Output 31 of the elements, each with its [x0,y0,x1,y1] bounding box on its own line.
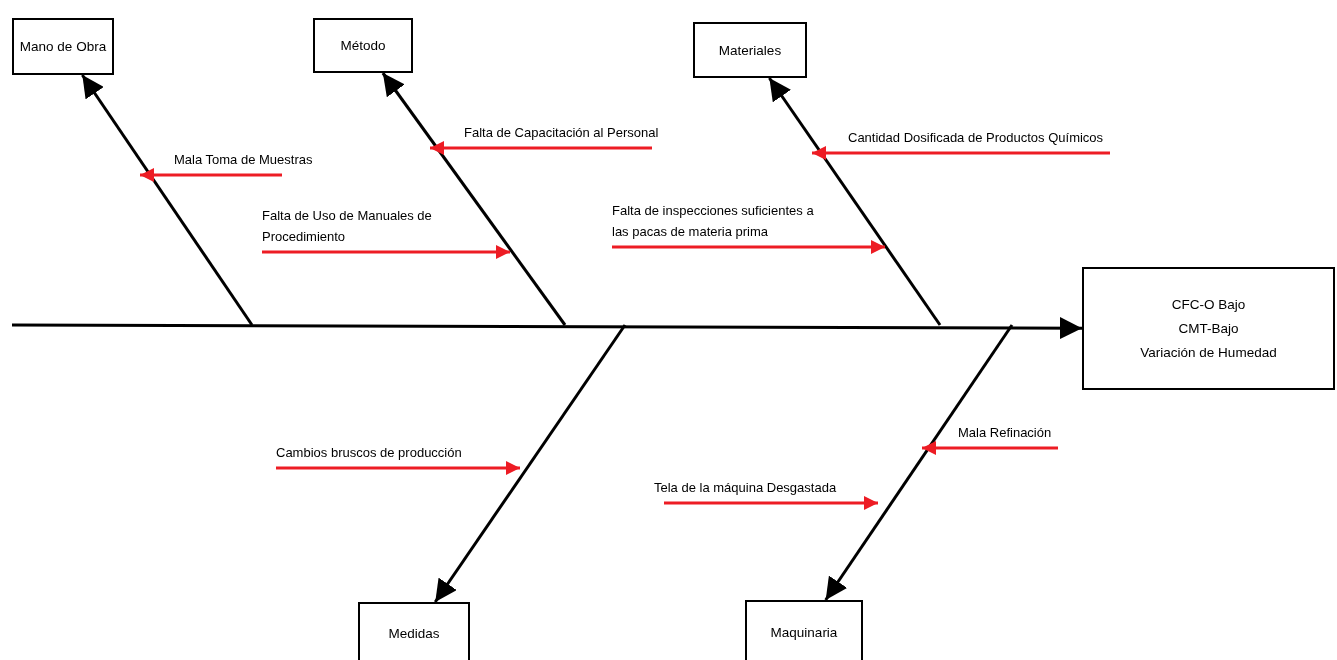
bone-arrow [768,77,942,326]
cause-arrow [922,441,1058,455]
cause-label: Cambios bruscos de producción [276,440,486,468]
bone-arrow [381,72,567,326]
category-box: Mano de Obra [12,18,114,75]
cause-arrow [140,168,282,182]
bone-arrow [824,324,1014,601]
spine-arrow [12,317,1082,340]
effect-box [1082,267,1335,390]
cause-label: Falta de inspecciones suficientes a las pacas de materia prima [612,197,830,247]
cause-arrow [262,245,510,259]
cause-label: Tela de la máquina Desgastada [654,475,844,503]
cause-arrow [276,461,520,475]
category-box: Método [313,18,413,73]
bone-arrow [81,74,254,326]
cause-label: Cantidad Dosificada de Productos Químicos [848,125,1110,153]
effect-label: CMT-Bajo [1178,319,1239,338]
cause-arrow [612,240,885,254]
category-box: Maquinaria [745,600,863,660]
cause-label: Mala Toma de Muestras [174,147,314,175]
cause-label: Falta de Capacitación al Personal [464,120,666,148]
cause-label: Mala Refinación [958,420,1058,448]
cause-label: Falta de Uso de Manuales de Procedimiento [262,202,474,252]
bone-arrow [434,324,627,603]
cause-arrow [812,146,1110,160]
category-box: Materiales [693,22,807,78]
cause-arrow [664,496,878,510]
effect-label: CFC-O Bajo [1171,295,1246,314]
category-box: Medidas [358,602,470,660]
cause-arrow [430,141,652,155]
effect-label: Variación de Humedad [1140,343,1277,362]
